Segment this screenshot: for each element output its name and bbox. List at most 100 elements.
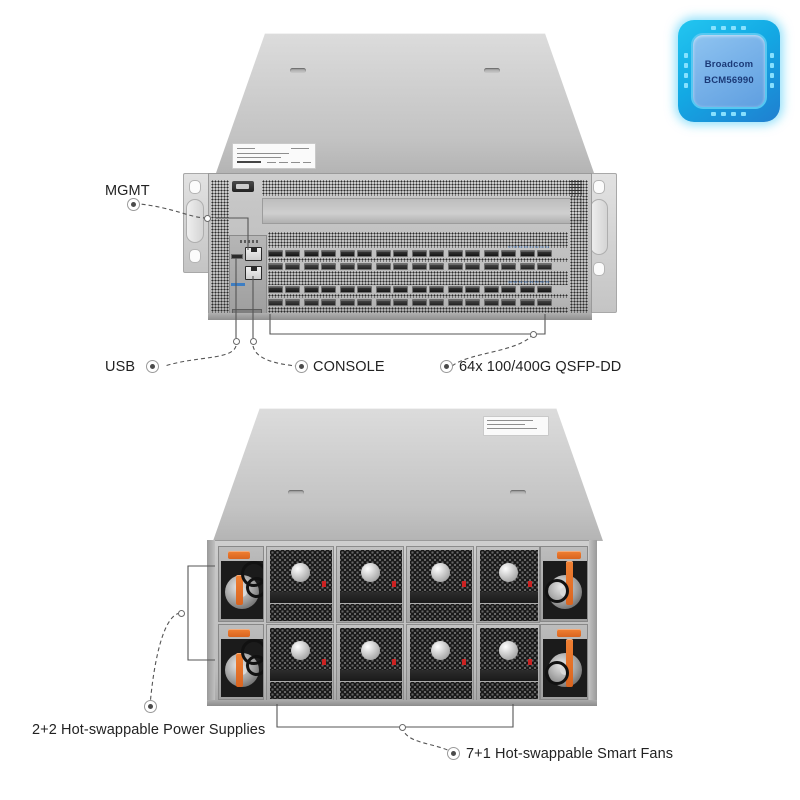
qsfpdd-port[interactable]	[320, 263, 336, 270]
qsfpdd-port[interactable]	[412, 263, 427, 270]
qsfpdd-port[interactable]	[392, 250, 408, 257]
power-supply-module[interactable]	[540, 624, 588, 700]
qsfpdd-port[interactable]	[464, 250, 480, 257]
qsfpdd-port[interactable]	[484, 263, 499, 270]
qsfpdd-port[interactable]	[284, 299, 300, 306]
qsfpdd-port[interactable]	[500, 299, 516, 306]
power-supply-module[interactable]	[218, 624, 264, 700]
chip-vendor-label: Broadcom	[704, 59, 754, 70]
qsfpdd-port[interactable]	[484, 286, 499, 293]
fan-module[interactable]	[476, 624, 540, 701]
psu-latch[interactable]	[236, 653, 243, 687]
qsfpdd-port[interactable]	[536, 263, 552, 270]
qsfpdd-port[interactable]	[464, 299, 480, 306]
qsfpdd-port[interactable]	[448, 286, 463, 293]
qsfpdd-port[interactable]	[356, 250, 372, 257]
psu-handle[interactable]	[557, 551, 581, 559]
psu-latch[interactable]	[566, 561, 573, 605]
qsfpdd-port[interactable]	[428, 250, 444, 257]
qsfpdd-port[interactable]	[320, 299, 336, 306]
qsfpdd-port-row[interactable]	[268, 263, 556, 270]
qsfpdd-port[interactable]	[284, 250, 300, 257]
qsfpdd-port[interactable]	[392, 286, 408, 293]
callout-dot-qsfpdd[interactable]	[440, 360, 453, 373]
usb-port[interactable]	[231, 254, 243, 259]
qsfpdd-port[interactable]	[428, 286, 444, 293]
qsfpdd-port[interactable]	[304, 263, 319, 270]
qsfpdd-port[interactable]	[428, 263, 444, 270]
mgmt-rj45-port[interactable]	[245, 247, 262, 261]
callout-dot-fans[interactable]	[447, 747, 460, 760]
qsfpdd-port-group	[448, 250, 481, 257]
callout-dot-psu[interactable]	[144, 700, 157, 713]
qsfpdd-port[interactable]	[484, 250, 499, 257]
psu-handle[interactable]	[557, 629, 581, 637]
callout-dot-console[interactable]	[295, 360, 308, 373]
qsfpdd-port[interactable]	[284, 286, 300, 293]
qsfpdd-port[interactable]	[376, 250, 391, 257]
qsfpdd-port[interactable]	[356, 299, 372, 306]
qsfpdd-port[interactable]	[340, 286, 355, 293]
fan-module[interactable]	[336, 624, 404, 701]
qsfpdd-port[interactable]	[412, 299, 427, 306]
qsfpdd-port[interactable]	[268, 286, 283, 293]
qsfpdd-port[interactable]	[304, 250, 319, 257]
qsfpdd-port-row[interactable]	[268, 250, 556, 257]
qsfpdd-port[interactable]	[448, 299, 463, 306]
fan-module[interactable]	[266, 624, 334, 701]
qsfpdd-port[interactable]	[392, 263, 408, 270]
qsfpdd-port[interactable]	[448, 250, 463, 257]
fan-module[interactable]	[476, 546, 540, 623]
psu-handle[interactable]	[228, 551, 250, 559]
qsfpdd-port[interactable]	[340, 299, 355, 306]
qsfpdd-port[interactable]	[340, 250, 355, 257]
qsfpdd-port[interactable]	[376, 286, 391, 293]
qsfpdd-port[interactable]	[284, 263, 300, 270]
qsfpdd-port[interactable]	[412, 286, 427, 293]
qsfpdd-port[interactable]	[520, 250, 535, 257]
qsfpdd-port[interactable]	[320, 286, 336, 293]
qsfpdd-port[interactable]	[464, 286, 480, 293]
qsfpdd-port[interactable]	[520, 263, 535, 270]
qsfpdd-port[interactable]	[520, 286, 535, 293]
qsfpdd-port[interactable]	[500, 250, 516, 257]
qsfpdd-port-row[interactable]	[268, 286, 556, 293]
qsfpdd-port[interactable]	[412, 250, 427, 257]
callout-dot-usb[interactable]	[146, 360, 159, 373]
qsfpdd-port[interactable]	[448, 263, 463, 270]
power-supply-module[interactable]	[540, 546, 588, 622]
callout-dot-mgmt[interactable]	[127, 198, 140, 211]
fan-module[interactable]	[406, 624, 474, 701]
fan-module[interactable]	[336, 546, 404, 623]
psu-latch[interactable]	[236, 575, 243, 605]
fan-module[interactable]	[266, 546, 334, 623]
qsfpdd-port-row[interactable]	[268, 299, 556, 306]
power-supply-module[interactable]	[218, 546, 264, 622]
qsfpdd-port[interactable]	[520, 299, 535, 306]
qsfpdd-port[interactable]	[392, 299, 408, 306]
qsfpdd-port[interactable]	[356, 286, 372, 293]
qsfpdd-port[interactable]	[340, 263, 355, 270]
qsfpdd-port[interactable]	[376, 299, 391, 306]
qsfpdd-port[interactable]	[500, 286, 516, 293]
qsfpdd-port[interactable]	[536, 250, 552, 257]
qsfpdd-port[interactable]	[304, 286, 319, 293]
console-rj45-port[interactable]	[245, 266, 262, 280]
qsfpdd-port[interactable]	[356, 263, 372, 270]
psu-handle[interactable]	[228, 629, 250, 637]
qsfpdd-port[interactable]	[484, 299, 499, 306]
fan-module[interactable]	[406, 546, 474, 623]
qsfpdd-port[interactable]	[320, 250, 336, 257]
psu-latch[interactable]	[566, 639, 573, 687]
qsfpdd-port[interactable]	[268, 263, 283, 270]
qsfpdd-port[interactable]	[428, 299, 444, 306]
qsfpdd-port[interactable]	[464, 263, 480, 270]
qsfpdd-port[interactable]	[536, 286, 552, 293]
qsfpdd-port[interactable]	[376, 263, 391, 270]
qsfpdd-port[interactable]	[500, 263, 516, 270]
qsfpdd-port-group	[340, 263, 373, 270]
qsfpdd-port[interactable]	[304, 299, 319, 306]
qsfpdd-port[interactable]	[536, 299, 552, 306]
qsfpdd-port[interactable]	[268, 250, 283, 257]
qsfpdd-port[interactable]	[268, 299, 283, 306]
